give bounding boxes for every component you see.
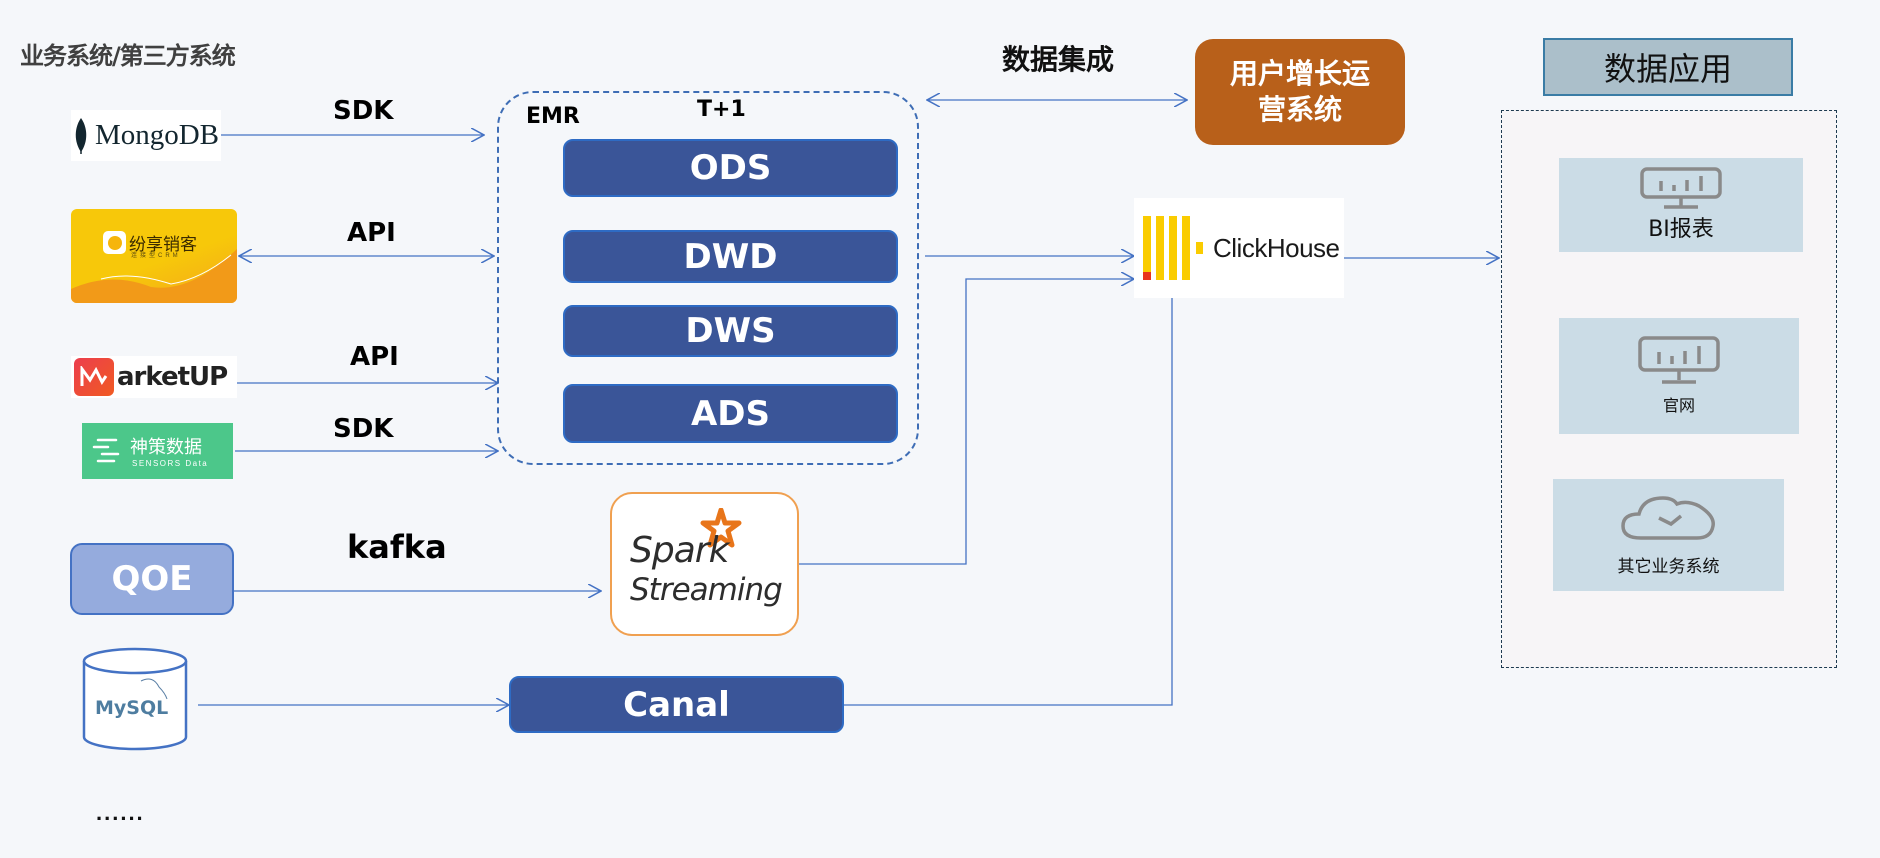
fxiaoke-name: 纷享销客: [129, 235, 197, 255]
emr-label: EMR: [526, 104, 580, 129]
growth-curve-icon: [71, 249, 237, 303]
growth-system-line2: 营系统: [1257, 93, 1342, 126]
edge-label-api-fxiaoke: API: [347, 218, 396, 248]
mysql-text: MySQL: [95, 697, 169, 719]
edge-label-sdk-sensors: SDK: [333, 414, 394, 444]
fxiaoke-subtitle: 连接型CRM: [131, 253, 181, 259]
layer-dwd: DWD: [563, 230, 898, 283]
leaf-icon: [75, 117, 87, 154]
clickhouse-bars-icon: [1143, 216, 1203, 280]
qoe-node: QOE: [70, 543, 234, 615]
edge-label-sdk-mongodb: SDK: [333, 96, 394, 126]
layer-dws: DWS: [563, 305, 898, 357]
app-card-website[interactable]: 官网: [1559, 318, 1799, 434]
monitor-chart-icon: [1638, 336, 1720, 384]
mongodb-label: MongoDB: [94, 119, 220, 151]
spark-star-icon: [700, 508, 742, 548]
more-sources-ellipsis: ......: [96, 800, 145, 825]
source-systems-title: 业务系统/第三方系统: [20, 42, 236, 70]
sensors-name: 神策数据: [130, 437, 202, 458]
data-apps-header: 数据应用: [1543, 38, 1793, 96]
marketup-m-icon: [74, 358, 114, 396]
app-card-other-systems[interactable]: 其它业务系统: [1553, 479, 1784, 591]
marketup-label: arketUP: [117, 362, 228, 392]
mysql-label: MySQL: [95, 697, 168, 719]
edge-label-kafka: kafka: [347, 528, 447, 566]
bee-icon: [103, 231, 126, 254]
app-card-other-systems-label: 其它业务系统: [1617, 556, 1720, 577]
app-card-bi-report-label: BI报表: [1648, 217, 1714, 242]
mysql-database: MySQL: [81, 647, 190, 752]
canal-node: Canal: [509, 676, 844, 733]
layer-ods: ODS: [563, 139, 898, 197]
mongodb-logo: MongoDB: [71, 110, 221, 161]
clickhouse-label: ClickHouse: [1213, 232, 1340, 263]
schedule-label: T+1: [697, 97, 746, 122]
app-card-website-label: 官网: [1662, 396, 1695, 415]
sensors-logo: 神策数据 SENSORS Data: [82, 423, 233, 479]
sensors-stripes-icon: [92, 438, 120, 463]
cloud-icon: [1620, 495, 1715, 540]
emr-container: [497, 91, 919, 465]
growth-system-line1: 用户增长运: [1229, 57, 1370, 90]
layer-ads: ADS: [563, 384, 898, 443]
spark-text: Spark: [630, 530, 729, 571]
database-cylinder-icon: [82, 647, 188, 751]
growth-system-node: 用户增长运 营系统: [1195, 39, 1405, 145]
marketup-logo: arketUP: [71, 356, 237, 398]
data-integration-label: 数据集成: [1002, 43, 1115, 76]
spark-streaming-node: Spark Streaming: [610, 492, 799, 636]
streaming-text: Streaming: [630, 572, 783, 608]
monitor-chart-icon: [1640, 167, 1722, 209]
fxiaoke-logo: 纷享销客 连接型CRM: [71, 209, 237, 303]
edge-label-api-marketup: API: [350, 342, 399, 372]
clickhouse-node: ClickHouse: [1134, 198, 1344, 298]
app-card-bi-report[interactable]: BI报表: [1559, 158, 1803, 252]
sensors-subtitle: SENSORS Data: [132, 459, 209, 468]
